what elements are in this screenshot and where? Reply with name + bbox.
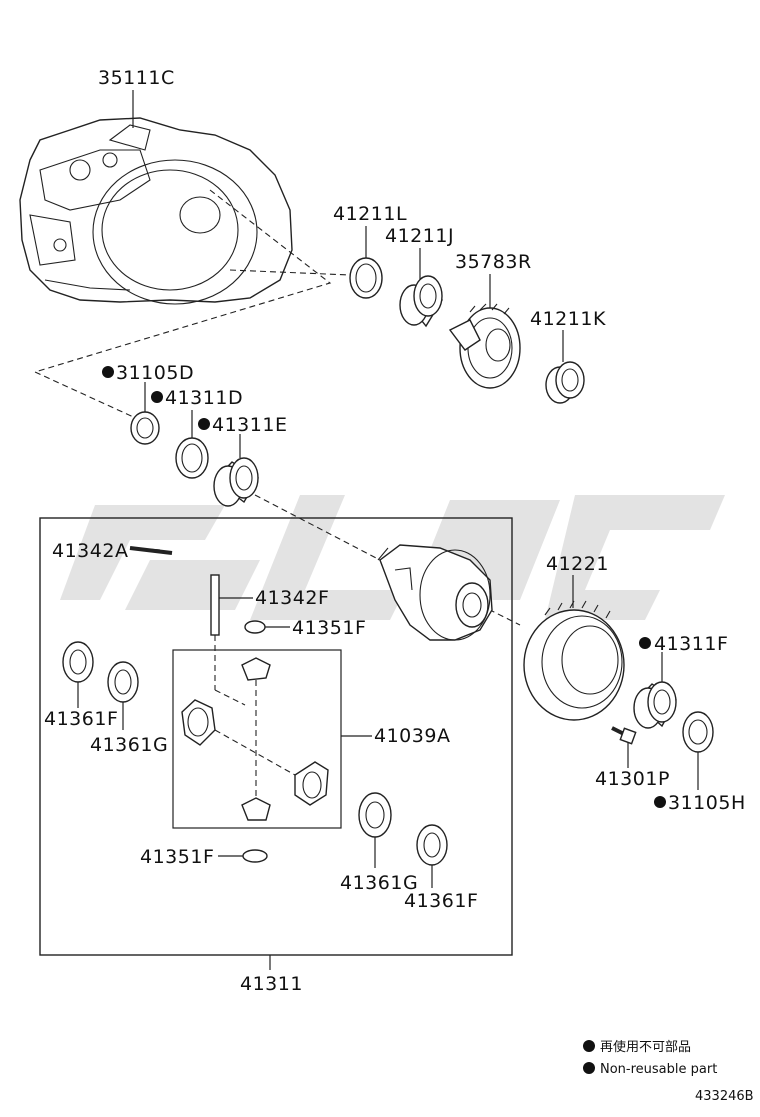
label-41211J: 41211J bbox=[385, 225, 454, 247]
label-41361G-left: 41361G bbox=[90, 734, 168, 756]
oil-seal-31105D[interactable] bbox=[130, 411, 160, 445]
non-reusable-mark bbox=[198, 418, 210, 430]
differential-case[interactable] bbox=[377, 544, 493, 641]
legend-en: Non-reusable part bbox=[600, 1062, 717, 1077]
label-41361G-bottom: 41361G bbox=[340, 872, 418, 894]
assembly-line-right bbox=[479, 604, 521, 626]
label-41211K: 41211K bbox=[530, 308, 606, 330]
transmission-case[interactable] bbox=[19, 117, 293, 305]
legend-cn: 再使用不可部品 bbox=[600, 1039, 691, 1055]
legend: 再使用不可部品 Non-reusable part bbox=[583, 1039, 717, 1077]
washer-41351F-bottom[interactable] bbox=[242, 849, 268, 863]
label-41221: 41221 bbox=[546, 553, 609, 575]
label-41039A: 41039A bbox=[374, 725, 450, 747]
label-41301P: 41301P bbox=[595, 768, 670, 790]
bearing-41311E[interactable] bbox=[213, 457, 259, 507]
gear-35783R[interactable] bbox=[448, 303, 521, 389]
bearing-41211J[interactable] bbox=[399, 275, 443, 328]
ring-gear-41221[interactable] bbox=[523, 600, 625, 721]
assembly-line-left bbox=[33, 189, 332, 421]
label-41311D: 41311D bbox=[165, 387, 243, 409]
diagram-id: 433246B bbox=[695, 1089, 754, 1104]
label-41361F-left: 41361F bbox=[44, 708, 118, 730]
kit-box-41311 bbox=[39, 517, 513, 956]
label-41351F-bottom: 41351F bbox=[140, 846, 214, 868]
shaft-41342F[interactable] bbox=[210, 574, 220, 636]
shim-41311D[interactable] bbox=[175, 437, 209, 479]
washer-41361G-left[interactable] bbox=[107, 661, 139, 703]
bearing-41211K[interactable] bbox=[545, 361, 585, 404]
label-31105D: 31105D bbox=[116, 362, 194, 384]
seal-ring-41211L[interactable] bbox=[349, 257, 383, 299]
label-41311: 41311 bbox=[240, 973, 303, 995]
label-41311E: 41311E bbox=[212, 414, 287, 436]
shim-41361F-left[interactable] bbox=[62, 641, 94, 683]
bearing-41311F[interactable] bbox=[633, 681, 677, 729]
label-41211L: 41211L bbox=[333, 203, 407, 225]
label-41361F-bottom: 41361F bbox=[404, 890, 478, 912]
label-31105H: 31105H bbox=[668, 792, 746, 814]
label-41311F: 41311F bbox=[654, 633, 728, 655]
washer-41351F-top[interactable] bbox=[244, 620, 266, 634]
label-41342F: 41342F bbox=[255, 587, 329, 609]
non-reusable-mark bbox=[151, 391, 163, 403]
label-35783R: 35783R bbox=[455, 251, 532, 273]
non-reusable-mark bbox=[102, 366, 114, 378]
bolt-41301P[interactable] bbox=[611, 726, 637, 745]
label-41351F-top: 41351F bbox=[292, 617, 366, 639]
pinion-gear-set[interactable] bbox=[181, 657, 329, 821]
oil-seal-31105H[interactable] bbox=[682, 711, 714, 753]
non-reusable-mark bbox=[639, 637, 651, 649]
washer-41361G-bottom[interactable] bbox=[358, 792, 392, 838]
shim-41361F-bottom[interactable] bbox=[416, 824, 448, 866]
pinion-kit-box-41039A bbox=[172, 649, 342, 829]
non-reusable-mark bbox=[654, 796, 666, 808]
assembly-line-mid bbox=[254, 494, 381, 561]
label-41342A: 41342A bbox=[52, 540, 128, 562]
label-35111C: 35111C bbox=[98, 67, 175, 89]
